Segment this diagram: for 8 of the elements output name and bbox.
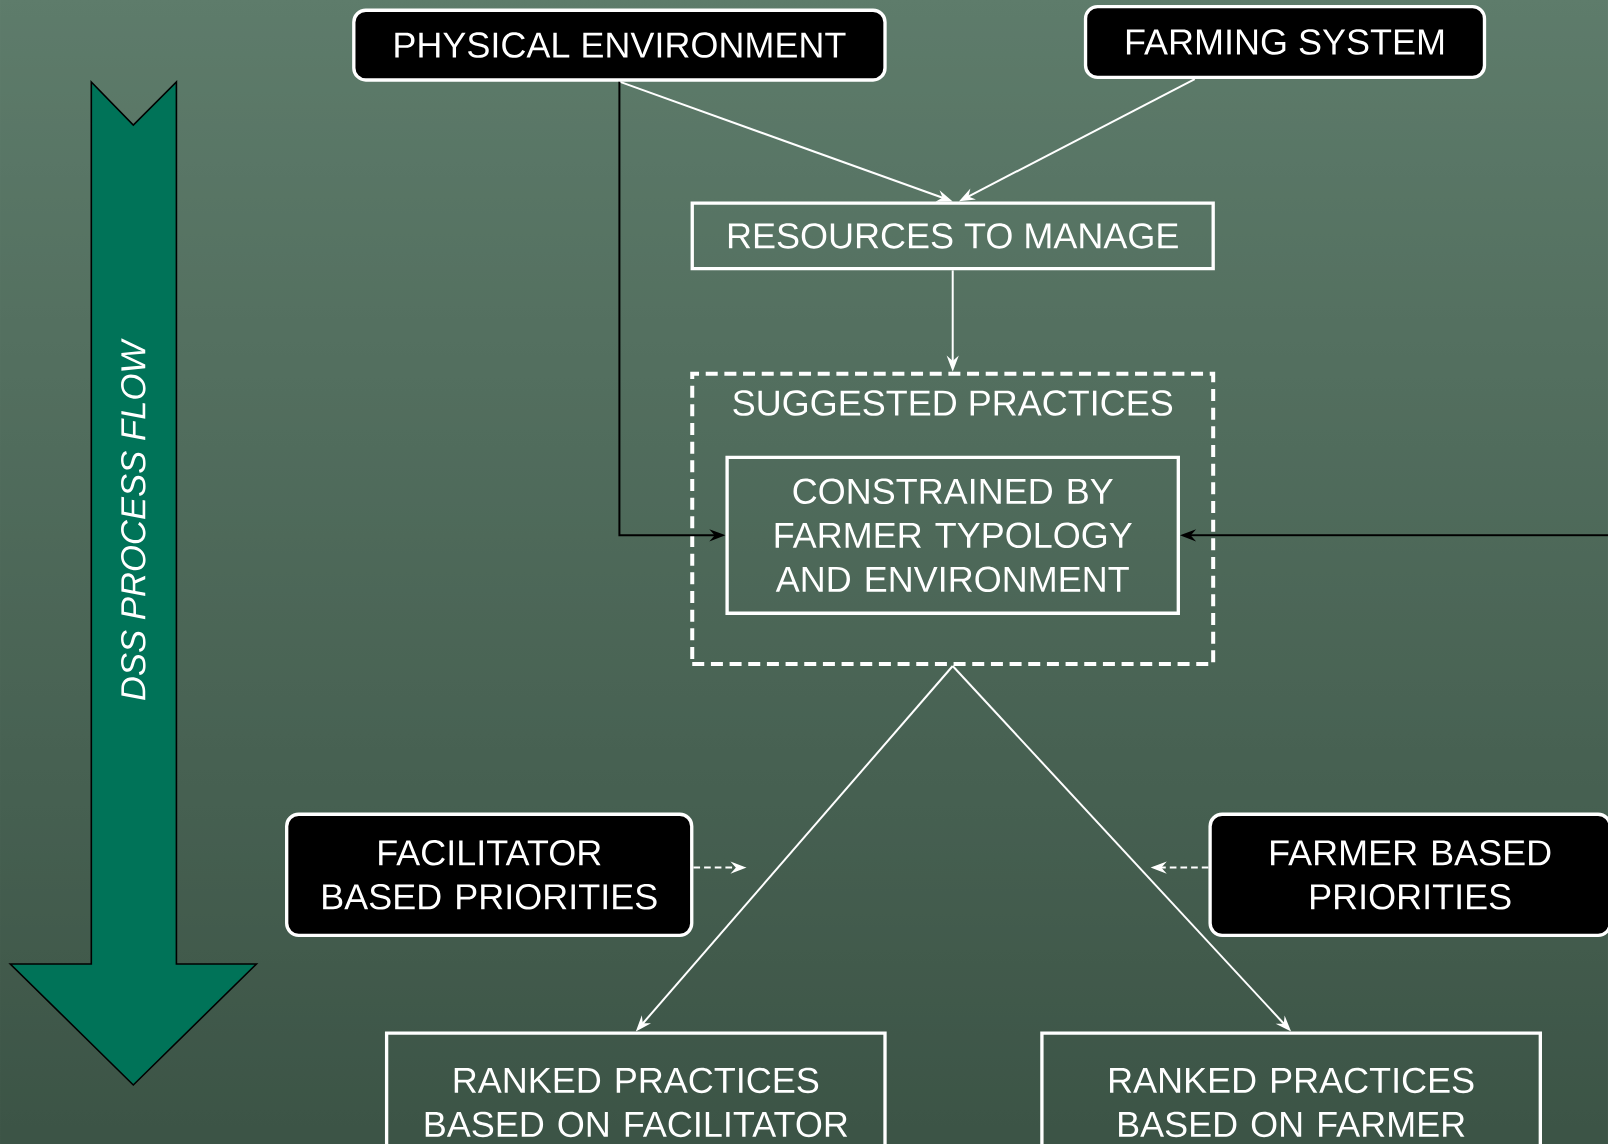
label-box: FARMING SYSTEM <box>1083 4 1487 80</box>
process-box: CONSTRAINED BY FARMER TYPOLOGY AND ENVIRONMENT <box>725 455 1180 615</box>
label-box: FARMER BASED PRIORITIES <box>1208 812 1608 937</box>
label-box: FACILITATOR BASED PRIORITIES <box>285 812 694 937</box>
process-box: RANKED PRACTICES BASED ON FACILITATOR <box>384 1031 887 1144</box>
process-box: RESOURCES TO MANAGE <box>690 201 1215 271</box>
label-box: PHYSICAL ENVIRONMENT <box>352 8 887 82</box>
process-box: RANKED PRACTICES BASED ON FARMER <box>1040 1031 1542 1144</box>
